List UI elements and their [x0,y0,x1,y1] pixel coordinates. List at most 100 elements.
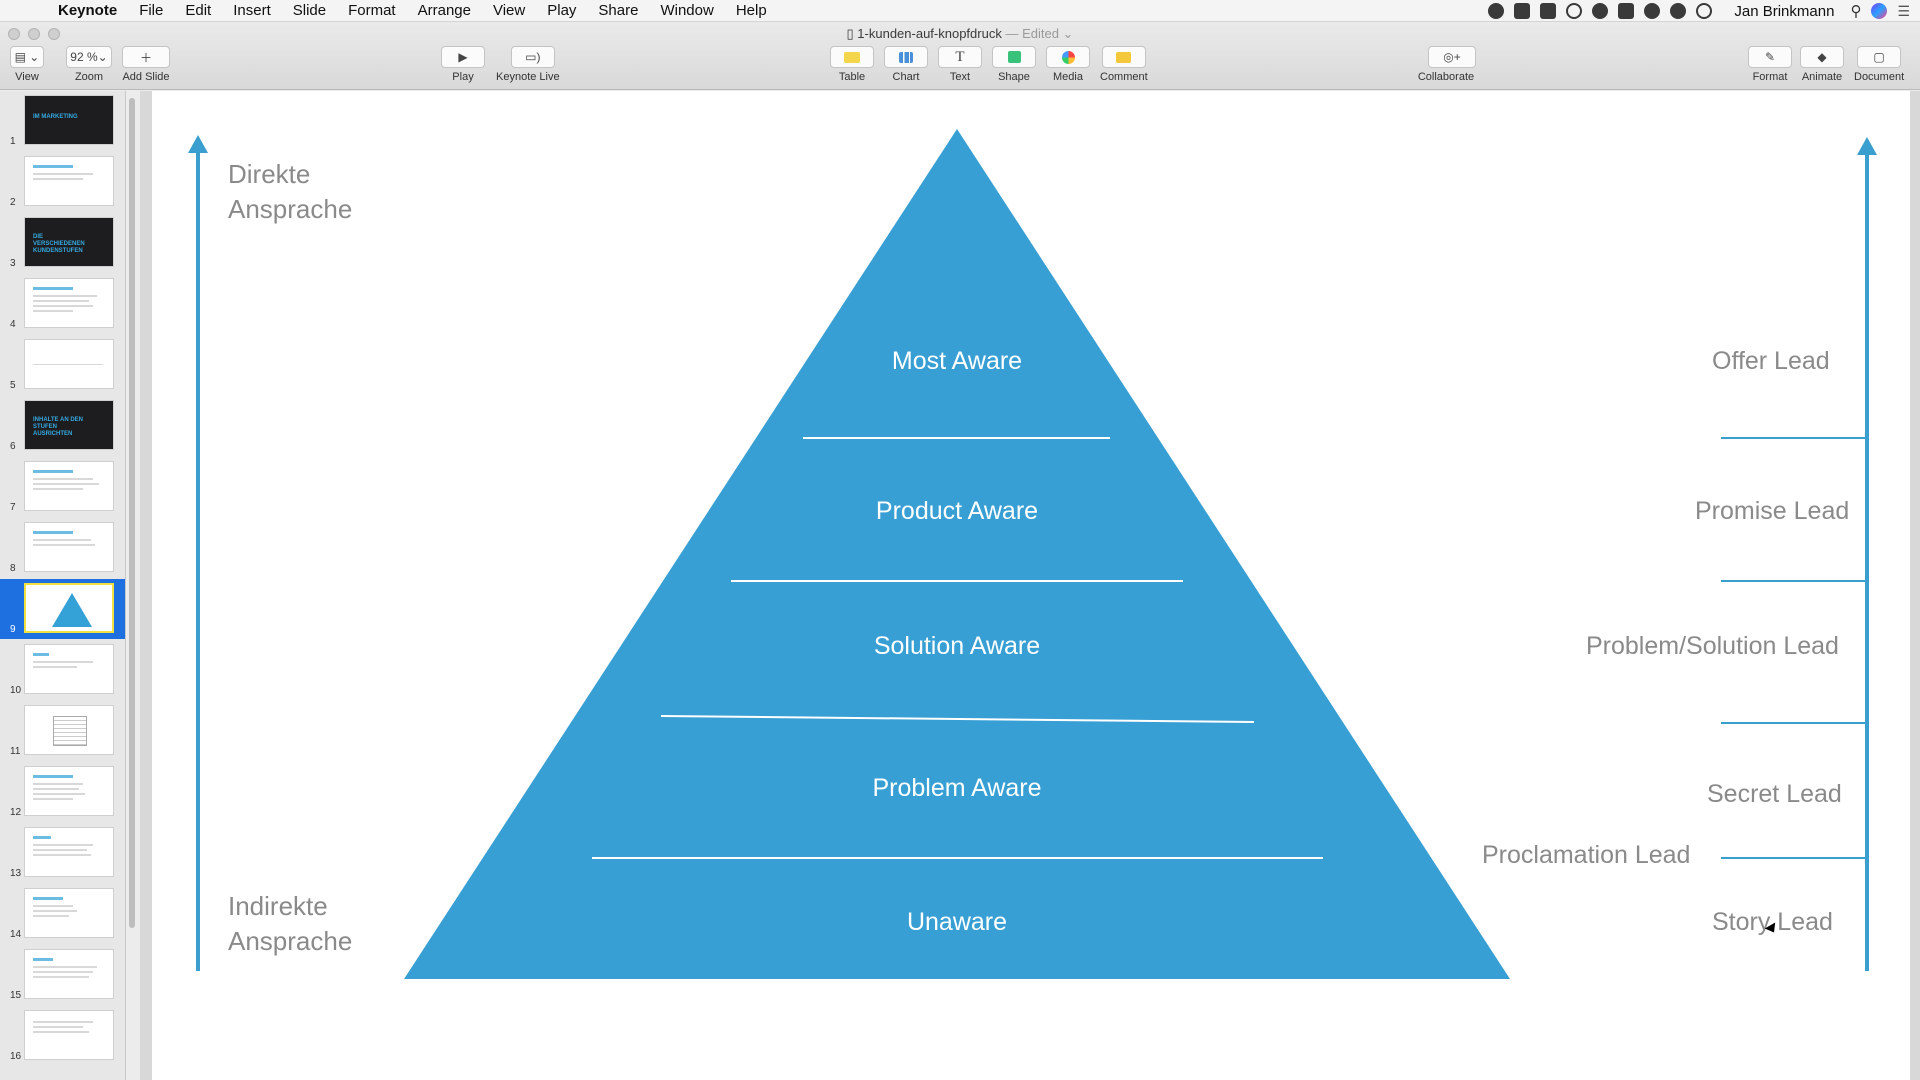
menu-insert[interactable]: Insert [233,1,271,19]
menu-edit[interactable]: Edit [185,1,212,19]
notification-center-icon[interactable]: ☰ [1897,2,1910,19]
text-icon: T [955,48,965,65]
table-button[interactable] [830,46,874,68]
format-button[interactable]: ✎ [1748,46,1792,68]
slide-thumbnail-7[interactable]: 7 [0,457,125,517]
slide-9[interactable]: Direkte Ansprache Indirekte Ansprache Mo… [152,91,1910,1080]
collaborate-button[interactable]: ◎+ [1428,46,1476,68]
spotlight-search-icon[interactable]: ⚲ [1850,3,1862,20]
add-slide-button[interactable]: ＋ [122,46,170,68]
comment-button[interactable] [1101,46,1146,68]
view-button[interactable]: ▤ ⌄ [10,46,44,68]
lead-proclamation[interactable]: Proclamation Lead [1482,841,1691,869]
text-button[interactable]: T [938,46,982,68]
menu-format[interactable]: Format [348,1,396,19]
slide-navigator[interactable]: IM MARKETING 1 2 DIE VERSCHIEDENEN KUNDE… [0,91,126,1080]
plus-app-icon[interactable] [1618,3,1635,19]
minimize-window-button[interactable] [28,28,40,40]
level-problem-aware[interactable]: Problem Aware [872,774,1042,802]
media-icon [1061,50,1075,64]
vpn-icon[interactable] [1644,3,1661,19]
lead-offer[interactable]: Offer Lead [1712,347,1830,375]
play-control: ▶ Play [441,46,485,83]
menu-file[interactable]: File [139,1,164,19]
level-solution-aware[interactable]: Solution Aware [873,632,1041,660]
lead-problem-solution[interactable]: Problem/Solution Lead [1586,632,1839,660]
keynote-live-button[interactable]: ▭) [510,46,555,68]
right-arrow-head [1857,137,1877,155]
menu-view[interactable]: View [492,1,526,19]
chevron-down-icon: ⌄ [1058,26,1074,41]
menu-window[interactable]: Window [660,1,714,19]
slide-number: 15 [10,990,22,1001]
slide-thumbnail-6[interactable]: INHALTE AN DEN STUFEN AUSRICHTEN 6 [0,396,125,456]
leaf-icon[interactable] [1670,3,1687,19]
slide-thumbnail-8[interactable]: 8 [0,518,125,578]
cloud-icon[interactable] [1566,3,1583,19]
slide-thumbnail-2[interactable]: 2 [0,152,125,212]
thumbnail-image [24,949,114,999]
thumbnail-image [24,644,114,694]
zoom-window-button[interactable] [48,28,60,40]
pyramid-divider-3 [660,715,1255,723]
slide-thumbnail-13[interactable]: 13 [0,823,125,883]
menu-share[interactable]: Share [598,1,639,19]
edited-status: — Edited [1005,26,1059,41]
level-unaware[interactable]: Unaware [906,908,1008,936]
slide-thumbnail-10[interactable]: 10 [0,640,125,700]
menu-help[interactable]: Help [735,1,767,19]
level-product-aware[interactable]: Product Aware [875,497,1039,525]
shape-button[interactable] [992,46,1036,68]
document-title[interactable]: ▯ 1-kunden-auf-knopfdruck — Edited ⌄ [0,24,1920,44]
chart-button[interactable] [884,46,928,68]
slide-thumbnail-9[interactable]: 9 [0,579,125,639]
siri-icon[interactable] [1871,3,1888,19]
chevron-down-icon: ⌄ [97,50,108,64]
direct-address-label[interactable]: Direkte Ansprache [228,157,352,227]
menu-arrange[interactable]: Arrange [417,1,471,19]
slide-thumbnail-16[interactable]: 16 [0,1006,125,1066]
level-most-aware[interactable]: Most Aware [891,347,1023,375]
dropbox-icon[interactable] [1540,3,1557,19]
shape-icon [1007,51,1021,63]
lead-secret[interactable]: Secret Lead [1707,780,1842,808]
document-button[interactable]: ▢ [1857,46,1902,68]
thumbnail-image [24,278,114,328]
menu-play[interactable]: Play [547,1,577,19]
slide-number: 14 [10,929,22,940]
slide-thumbnail-12[interactable]: 12 [0,762,125,822]
slide-thumbnail-4[interactable]: 4 [0,274,125,334]
lead-story[interactable]: Story Lead [1712,908,1833,936]
table-control: Table [830,46,874,83]
text-label: Text [949,71,971,83]
slide-number: 12 [10,807,22,818]
thumbnail-pyramid [52,593,92,627]
slide-thumbnail-1[interactable]: IM MARKETING 1 [0,91,125,151]
video-icon[interactable] [1514,3,1531,19]
lead-promise[interactable]: Promise Lead [1695,497,1850,525]
slide-thumbnail-5[interactable]: 5 [0,335,125,395]
close-window-button[interactable] [8,28,20,40]
animate-button[interactable]: ◆ [1800,46,1844,68]
slide-thumbnail-14[interactable]: 14 [0,884,125,944]
screen-record-icon[interactable] [1488,3,1505,19]
chart-icon [899,51,913,63]
zoom-select[interactable]: 92 % ⌄ [66,46,112,68]
collaborate-control: ◎+ Collaborate [1416,46,1476,83]
indirect-address-label[interactable]: Indirekte Ansprache [228,889,352,959]
play-button[interactable]: ▶ [441,46,485,68]
time-machine-icon[interactable] [1696,3,1713,19]
menu-slide[interactable]: Slide [292,1,327,19]
slide-number: 2 [10,197,16,208]
slide-thumbnail-11[interactable]: 11 [0,701,125,761]
menu-app-keynote[interactable]: Keynote [58,1,118,19]
slide-thumbnail-15[interactable]: 15 [0,945,125,1005]
user-name[interactable]: Jan Brinkmann [1734,2,1835,20]
slide-thumbnail-3[interactable]: DIE VERSCHIEDENEN KUNDENSTUFEN 3 [0,213,125,273]
document-name: 1-kunden-auf-knopfdruck [857,26,1002,41]
onepassword-icon[interactable] [1592,3,1609,19]
slide-number: 8 [10,563,16,574]
menu-bar: Keynote File Edit Insert Slide Format Ar… [0,0,1920,22]
navigator-scrollbar[interactable] [129,98,135,928]
media-button[interactable] [1046,46,1090,68]
